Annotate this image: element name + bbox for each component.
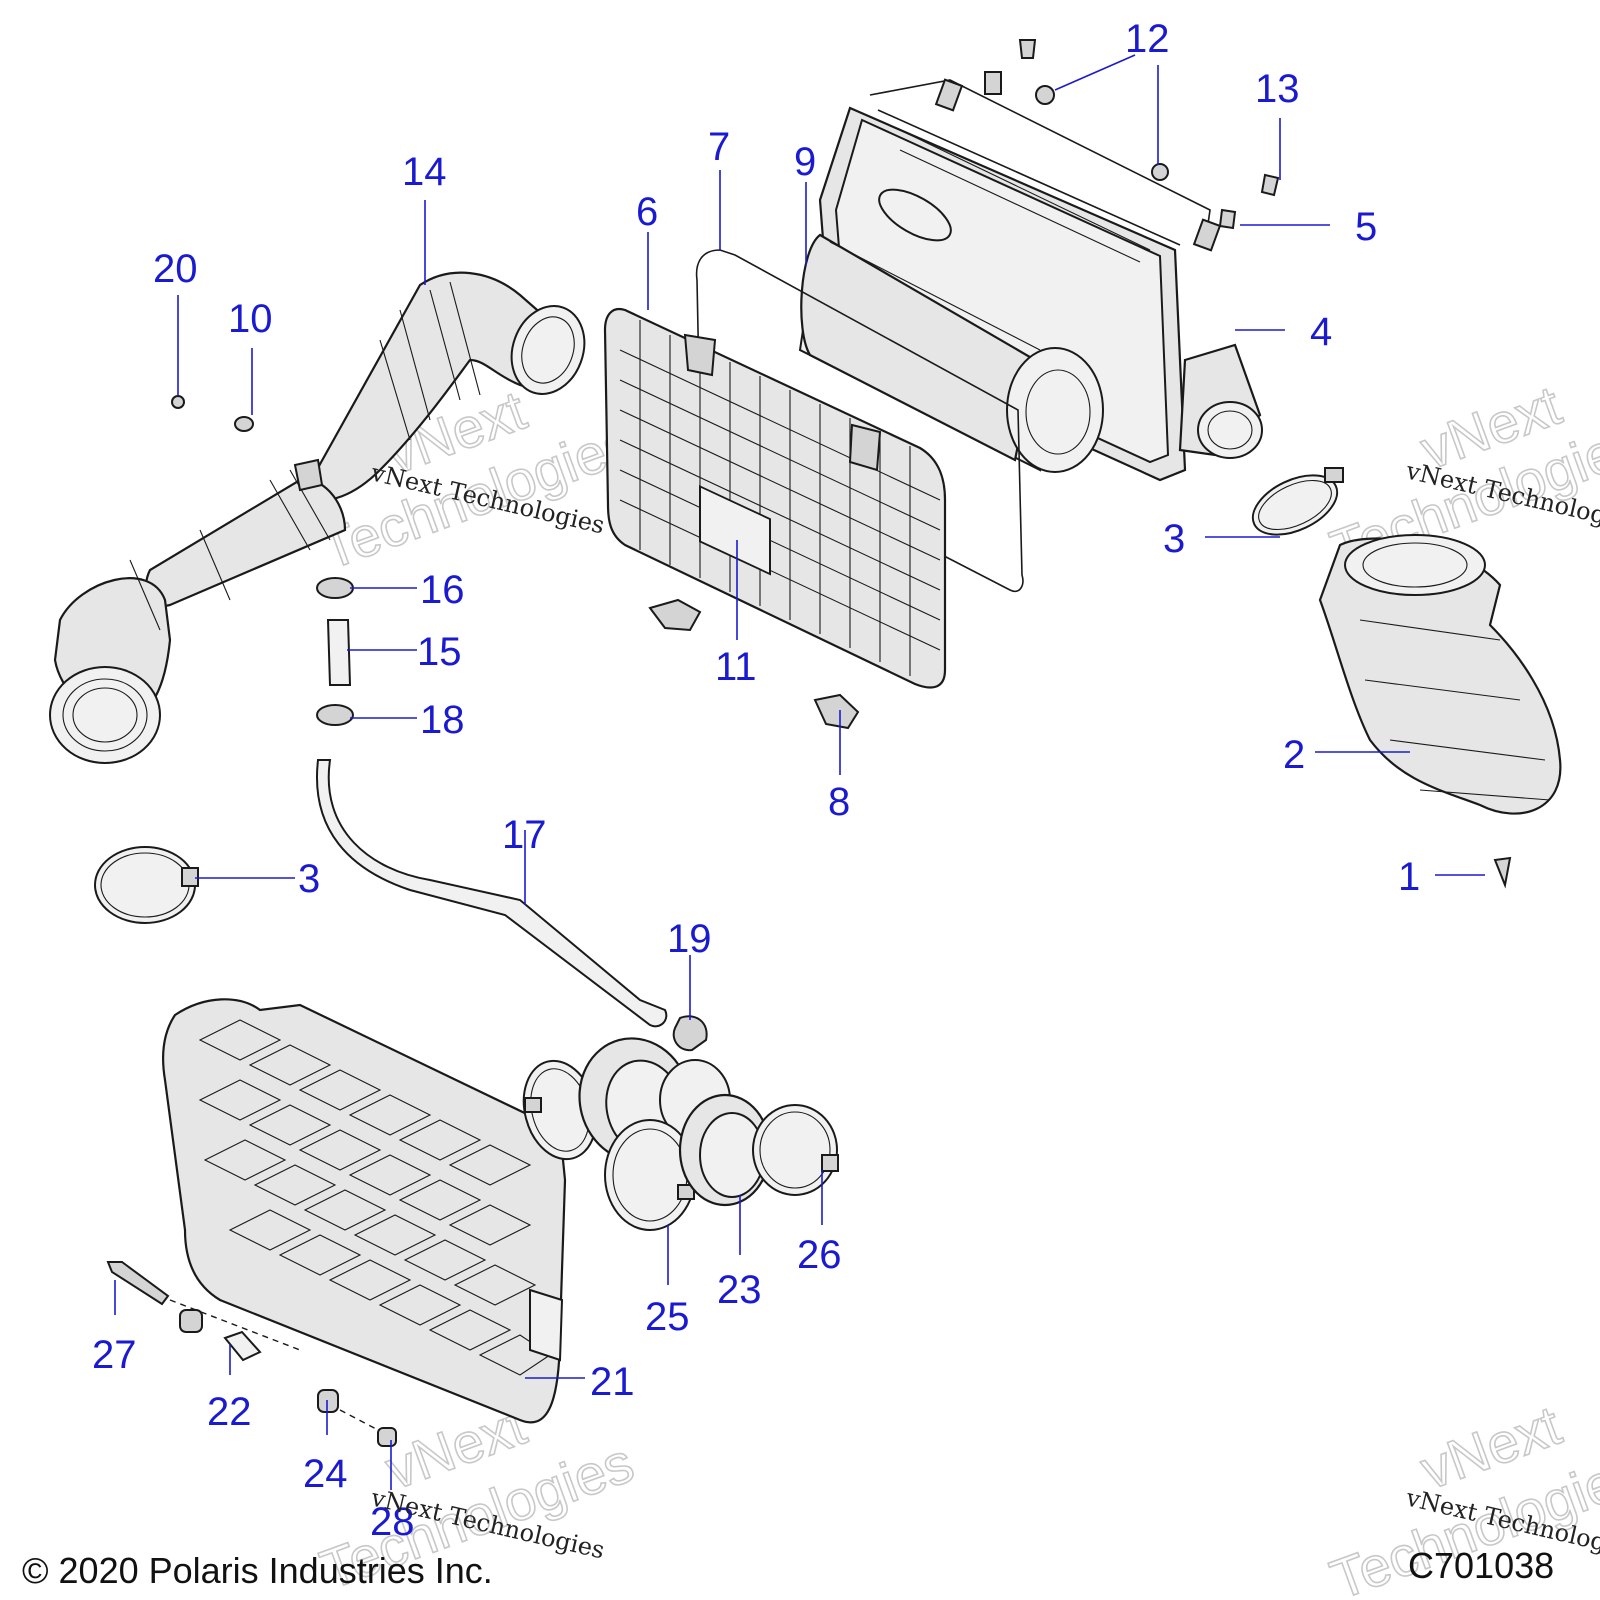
callout-25: 25 — [645, 1295, 690, 1339]
callout-20: 20 — [153, 247, 198, 291]
diagram-code: C701038 — [1408, 1545, 1554, 1586]
clamp-3-right — [1251, 467, 1344, 536]
callout-12: 12 — [1125, 17, 1170, 61]
callout-11: 11 — [715, 645, 757, 689]
callout-18: 18 — [420, 698, 465, 742]
callout-21: 21 — [590, 1360, 635, 1404]
mounting-hardware — [106, 1261, 397, 1447]
callout-10: 10 — [228, 297, 273, 341]
callout-2: 2 — [1283, 733, 1305, 777]
callout-1: 1 — [1398, 855, 1420, 899]
callout-4: 4 — [1310, 310, 1332, 354]
callout-24: 24 — [303, 1452, 348, 1496]
hose-clamp-19 — [672, 1015, 708, 1052]
coupler-assembly — [522, 1037, 839, 1231]
callout-28: 28 — [370, 1500, 415, 1544]
callout-22: 22 — [207, 1390, 252, 1434]
air-filter — [798, 188, 1104, 473]
intake-duct — [49, 271, 586, 764]
copyright-text: © 2020 Polaris Industries Inc. — [22, 1550, 493, 1591]
callout-3-left: 3 — [298, 857, 320, 901]
callout-8: 8 — [828, 780, 850, 824]
callout-27: 27 — [92, 1333, 137, 1377]
callout-6: 6 — [636, 190, 658, 234]
callout-14: 14 — [402, 150, 447, 194]
callout-16: 16 — [420, 568, 465, 612]
callouts: 1 2 3 3 4 5 6 7 8 9 10 11 12 13 14 15 16… — [92, 17, 1420, 1544]
callout-15: 15 — [417, 630, 462, 674]
callout-23: 23 — [717, 1268, 762, 1312]
callout-5: 5 — [1355, 205, 1377, 249]
leader-lines — [114, 54, 1485, 1490]
breather-hose — [316, 759, 668, 1028]
small-hardware — [171, 39, 1512, 889]
callout-19: 19 — [667, 917, 712, 961]
clip-8b — [813, 693, 860, 730]
callout-13: 13 — [1255, 67, 1300, 111]
callout-26: 26 — [797, 1233, 842, 1277]
callout-3-right: 3 — [1163, 517, 1185, 561]
clip-8a — [648, 598, 702, 632]
breather-fitting — [316, 577, 354, 726]
airbox-cover — [603, 307, 947, 689]
callout-17: 17 — [502, 813, 547, 857]
outlet-boot — [1318, 534, 1562, 815]
seal-gasket — [695, 249, 1024, 593]
lower-filter-housing — [161, 998, 567, 1424]
clamp-3-left — [94, 846, 199, 924]
callout-7: 7 — [708, 125, 730, 169]
callout-9: 9 — [794, 140, 816, 184]
